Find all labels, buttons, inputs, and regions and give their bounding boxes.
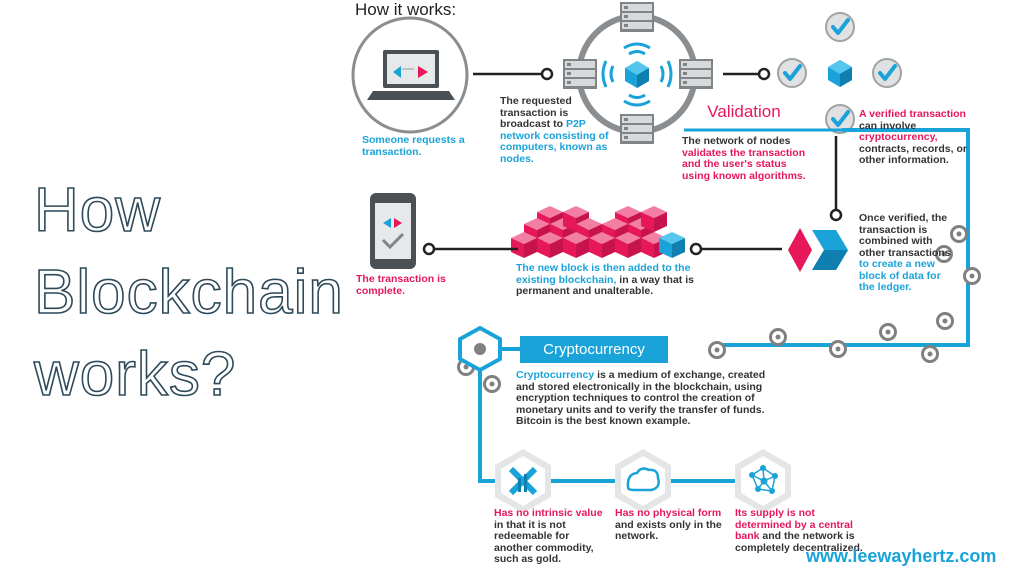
step-validation-text: The network of nodes validates the trans… xyxy=(682,135,806,182)
step-verified-text: A verified transaction can involve crypt… xyxy=(859,108,967,166)
cryptocurrency-heading: Cryptocurrency xyxy=(520,336,668,363)
step-request-text: Someone requests a transaction. xyxy=(362,134,465,158)
step-complete-text: The transaction is complete. xyxy=(356,273,446,297)
feature-no-intrinsic-value: Has no intrinsic value in that it is not… xyxy=(494,507,603,565)
phone-icon xyxy=(370,193,416,269)
step-combined-text: Once verified, the transaction is combin… xyxy=(859,212,951,293)
step-broadcast-text: The requested transaction is broadcast t… xyxy=(500,95,609,165)
crypto-path xyxy=(478,371,776,483)
new-block-icon xyxy=(788,228,848,272)
feature-decentralized: Its supply is not determined by a centra… xyxy=(735,507,863,554)
laptop-icon xyxy=(351,16,469,134)
validation-heading: Validation xyxy=(707,102,781,121)
title-line-blockchain: Blockchain xyxy=(33,257,344,328)
step-new-block-text: The new block is then added to the exist… xyxy=(516,262,694,297)
title-line-how: How xyxy=(33,175,162,246)
title-line-works: works? xyxy=(33,339,237,410)
no-physical-form-icon xyxy=(615,449,671,513)
crypto-description: Cryptocurrency is a medium of exchange, … xyxy=(516,369,766,427)
node-network-icon xyxy=(563,2,713,144)
how-it-works-heading: How it works: xyxy=(355,0,457,19)
brand-url[interactable]: www.leewayhertz.com xyxy=(806,546,997,566)
decentralized-network-icon xyxy=(735,449,791,513)
blockchain-icon xyxy=(511,206,685,258)
no-intrinsic-value-icon xyxy=(495,449,551,513)
feature-no-physical-form: Has no physical form and exists only in … xyxy=(615,507,722,542)
